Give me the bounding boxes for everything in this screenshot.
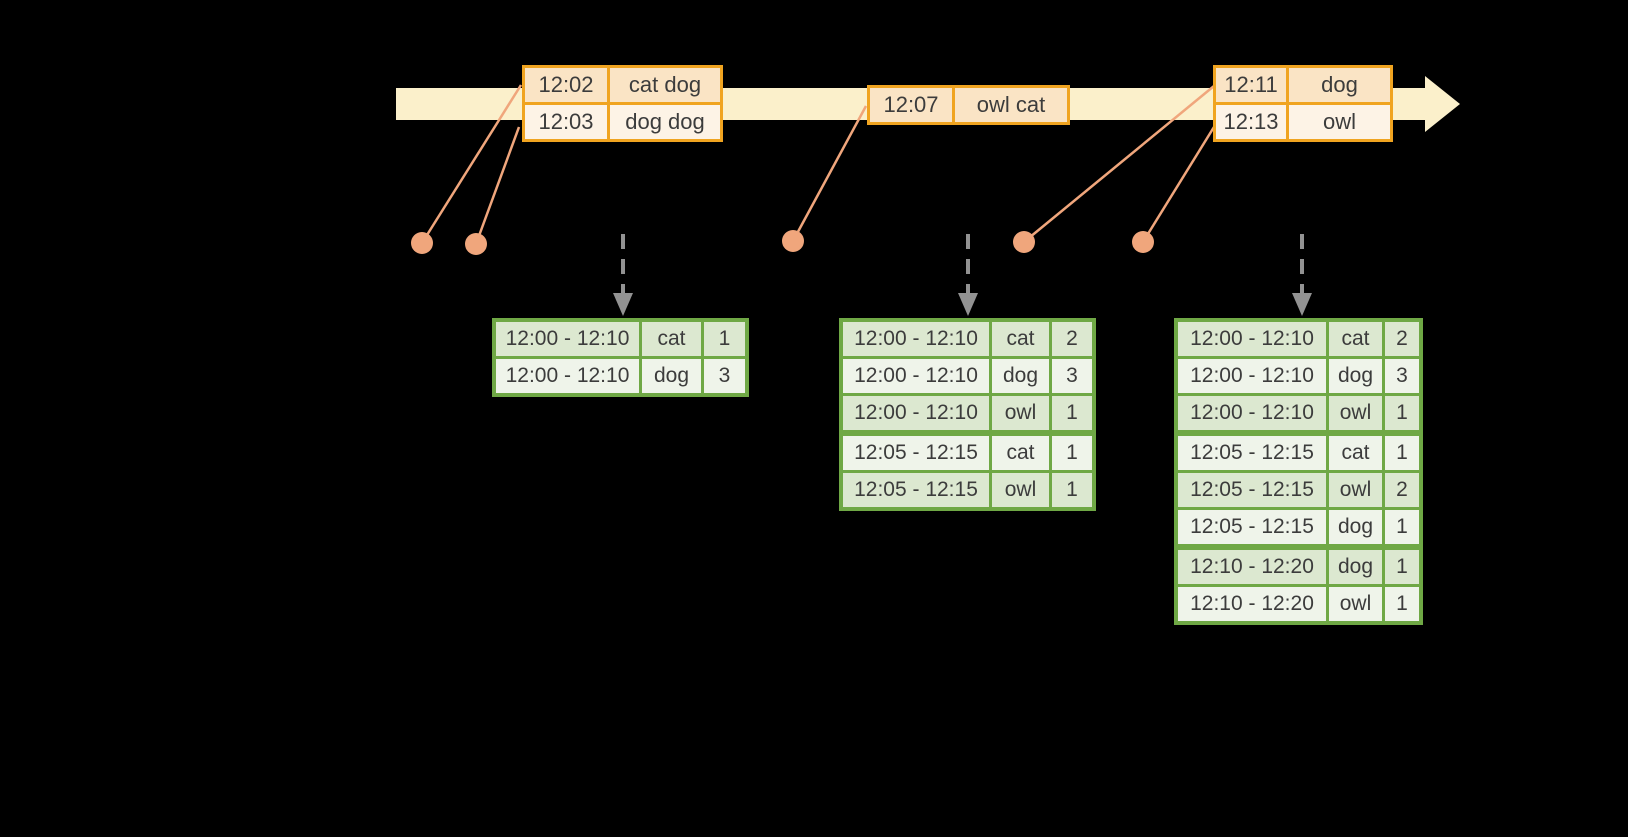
table-cell: 12:02 xyxy=(538,72,594,97)
table-cell: dog dog xyxy=(607,105,720,139)
table-cell: 1 xyxy=(1382,587,1419,621)
table-row: 12:02 cat dog xyxy=(525,68,720,102)
table-row: 12:03 dog dog xyxy=(525,102,720,139)
table-cell: 12:05 - 12:15 xyxy=(1190,478,1314,501)
table-row: 12:07 owl cat xyxy=(870,88,1067,122)
event-dot xyxy=(782,230,804,252)
table-cell: 12:00 - 12:10 xyxy=(1190,327,1314,350)
table-cell: 2 xyxy=(1382,473,1419,507)
table-cell: 1 xyxy=(1049,473,1092,507)
table-cell: 1 xyxy=(1382,550,1419,584)
connector-line xyxy=(1023,85,1215,243)
table-row: 12:13 owl xyxy=(1216,102,1390,139)
table-cell: dog xyxy=(639,359,701,393)
event-dot xyxy=(411,232,433,254)
table-cell: 12:07 xyxy=(883,92,939,117)
table-cell: 1 xyxy=(1382,436,1419,470)
connector-line xyxy=(1141,126,1216,243)
table-cell: 1 xyxy=(701,322,745,356)
table-cell: 12:00 - 12:10 xyxy=(1190,364,1314,387)
table-cell: dog xyxy=(1326,359,1382,393)
table-cell: cat xyxy=(1326,322,1382,356)
table-row: 12:11 dog xyxy=(1216,68,1390,102)
table-cell: dog xyxy=(1326,550,1382,584)
table-cell: 12:05 - 12:15 xyxy=(1190,515,1314,538)
table-cell: 12:11 xyxy=(1224,72,1278,97)
table-cell: 2 xyxy=(1049,322,1092,356)
table-cell: cat dog xyxy=(607,68,720,102)
table-cell: 12:00 - 12:10 xyxy=(854,401,978,424)
event-dot xyxy=(1013,231,1035,253)
table-cell: cat xyxy=(989,322,1049,356)
table-cell: 12:05 - 12:15 xyxy=(1190,441,1314,464)
trigger-arrowhead-icon xyxy=(958,293,978,316)
trigger-arrowhead-icon xyxy=(613,293,633,316)
table-cell: cat xyxy=(989,436,1049,470)
table-cell: 12:00 - 12:10 xyxy=(1190,401,1314,424)
table-cell: owl xyxy=(989,396,1049,430)
table-cell: 1 xyxy=(1049,396,1092,430)
table-cell: owl xyxy=(1326,473,1382,507)
table-cell: dog xyxy=(1286,68,1390,102)
table-cell: 12:00 - 12:10 xyxy=(854,327,978,350)
table-cell: 3 xyxy=(1049,359,1092,393)
event-table-1: 12:02 cat dog 12:03 dog dog xyxy=(522,65,723,142)
table-cell: 12:00 - 12:10 xyxy=(854,364,978,387)
table-cell: owl xyxy=(1326,587,1382,621)
event-table-2: 12:07 owl cat xyxy=(867,85,1070,125)
table-cell: owl xyxy=(989,473,1049,507)
event-table-3: 12:11 dog 12:13 owl xyxy=(1213,65,1393,142)
table-cell: owl cat xyxy=(952,88,1067,122)
table-cell: cat xyxy=(1326,436,1382,470)
table-cell: 12:05 - 12:15 xyxy=(854,478,978,501)
trigger-arrows xyxy=(613,234,1312,316)
connector-lines xyxy=(420,84,1216,245)
event-dot xyxy=(465,233,487,255)
table-cell: 12:00 - 12:10 xyxy=(505,364,630,387)
connector-line xyxy=(420,84,523,244)
table-cell: 1 xyxy=(1382,510,1419,544)
table-cell: 12:05 - 12:15 xyxy=(854,441,978,464)
event-dot xyxy=(1132,231,1154,253)
timeline-arrowhead-icon xyxy=(1425,76,1460,132)
connector-line xyxy=(474,126,521,245)
table-cell: 2 xyxy=(1382,322,1419,356)
event-dots xyxy=(411,230,1154,255)
table-cell: owl xyxy=(1286,105,1390,139)
table-cell: 12:10 - 12:20 xyxy=(1190,592,1314,615)
table-cell: dog xyxy=(989,359,1049,393)
table-cell: 12:03 xyxy=(538,109,594,134)
table-cell: dog xyxy=(1326,510,1382,544)
table-cell: 12:13 xyxy=(1223,109,1279,134)
table-cell: 1 xyxy=(1382,396,1419,430)
table-cell: 3 xyxy=(701,359,745,393)
trigger-arrowhead-icon xyxy=(1292,293,1312,316)
table-cell: 12:00 - 12:10 xyxy=(505,327,630,350)
table-cell: owl xyxy=(1326,396,1382,430)
connector-line xyxy=(791,105,868,242)
table-cell: cat xyxy=(639,322,701,356)
table-cell: 12:10 - 12:20 xyxy=(1190,555,1314,578)
table-cell: 3 xyxy=(1382,359,1419,393)
table-cell: 1 xyxy=(1049,436,1092,470)
